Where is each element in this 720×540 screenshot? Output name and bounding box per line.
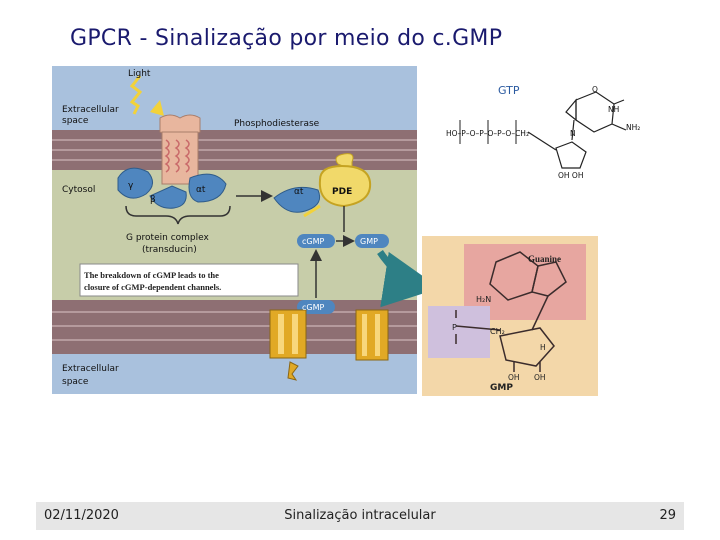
gtp-nh: NH bbox=[608, 105, 619, 114]
light-label: Light bbox=[128, 69, 151, 79]
gmp-h: H bbox=[540, 343, 546, 352]
gmp-ch2: CH₂ bbox=[490, 327, 505, 336]
gtp-ohoh: OH OH bbox=[558, 171, 583, 180]
receptor-rhodopsin bbox=[160, 115, 200, 184]
g-complex-label-2: (transducin) bbox=[142, 245, 197, 255]
beta-label: β bbox=[150, 195, 156, 205]
note-line-1: The breakdown of cGMP leads to the bbox=[84, 270, 219, 280]
gamma-label: γ bbox=[128, 181, 134, 191]
gtp-title: GTP bbox=[498, 84, 520, 97]
guanine-label: Guanine bbox=[528, 254, 561, 264]
gmp-h2n: H₂N bbox=[476, 295, 491, 304]
cgmp-label-bottom: cGMP bbox=[302, 303, 325, 312]
gtp-o: O bbox=[592, 85, 598, 94]
gmp-p: P bbox=[452, 323, 457, 332]
extracellular-top-label-2: space bbox=[62, 116, 89, 126]
g-complex-label-1: G protein complex bbox=[126, 233, 210, 243]
gtp-n: N bbox=[570, 129, 576, 138]
extracellular-top-label-1: Extracellular bbox=[62, 105, 119, 115]
extracellular-bottom-label-1: Extracellular bbox=[62, 364, 119, 374]
alpha-t-label-1: αt bbox=[196, 185, 206, 195]
gmp-oh-1: OH bbox=[508, 373, 520, 382]
pde-label: PDE bbox=[332, 187, 352, 197]
gmp-structure-label: GMP bbox=[490, 383, 513, 393]
alpha-t-label-2: αt bbox=[294, 187, 304, 197]
footer-page-number: 29 bbox=[659, 508, 676, 523]
gtp-nh2: NH₂ bbox=[626, 123, 640, 132]
gmp-structure-panel bbox=[422, 236, 598, 396]
note-line-2: closure of cGMP-dependent channels. bbox=[84, 282, 221, 292]
slide-footer: 02/11/2020 Sinalização intracelular 29 bbox=[36, 502, 684, 530]
footer-title: Sinalização intracelular bbox=[36, 508, 684, 523]
gmp-label: GMP bbox=[360, 237, 378, 246]
gmp-oh-2: OH bbox=[534, 373, 546, 382]
phosphodiesterase-label: Phosphodiesterase bbox=[234, 119, 320, 129]
cgmp-label-top: cGMP bbox=[302, 237, 325, 246]
cgmp-channel-closed bbox=[356, 310, 388, 360]
extracellular-bottom-label-2: space bbox=[62, 377, 89, 387]
cytosol-label: Cytosol bbox=[62, 185, 95, 195]
gtp-phosphate-chain: HO–P–O–P–O–P–O–CH₂ bbox=[446, 129, 529, 138]
